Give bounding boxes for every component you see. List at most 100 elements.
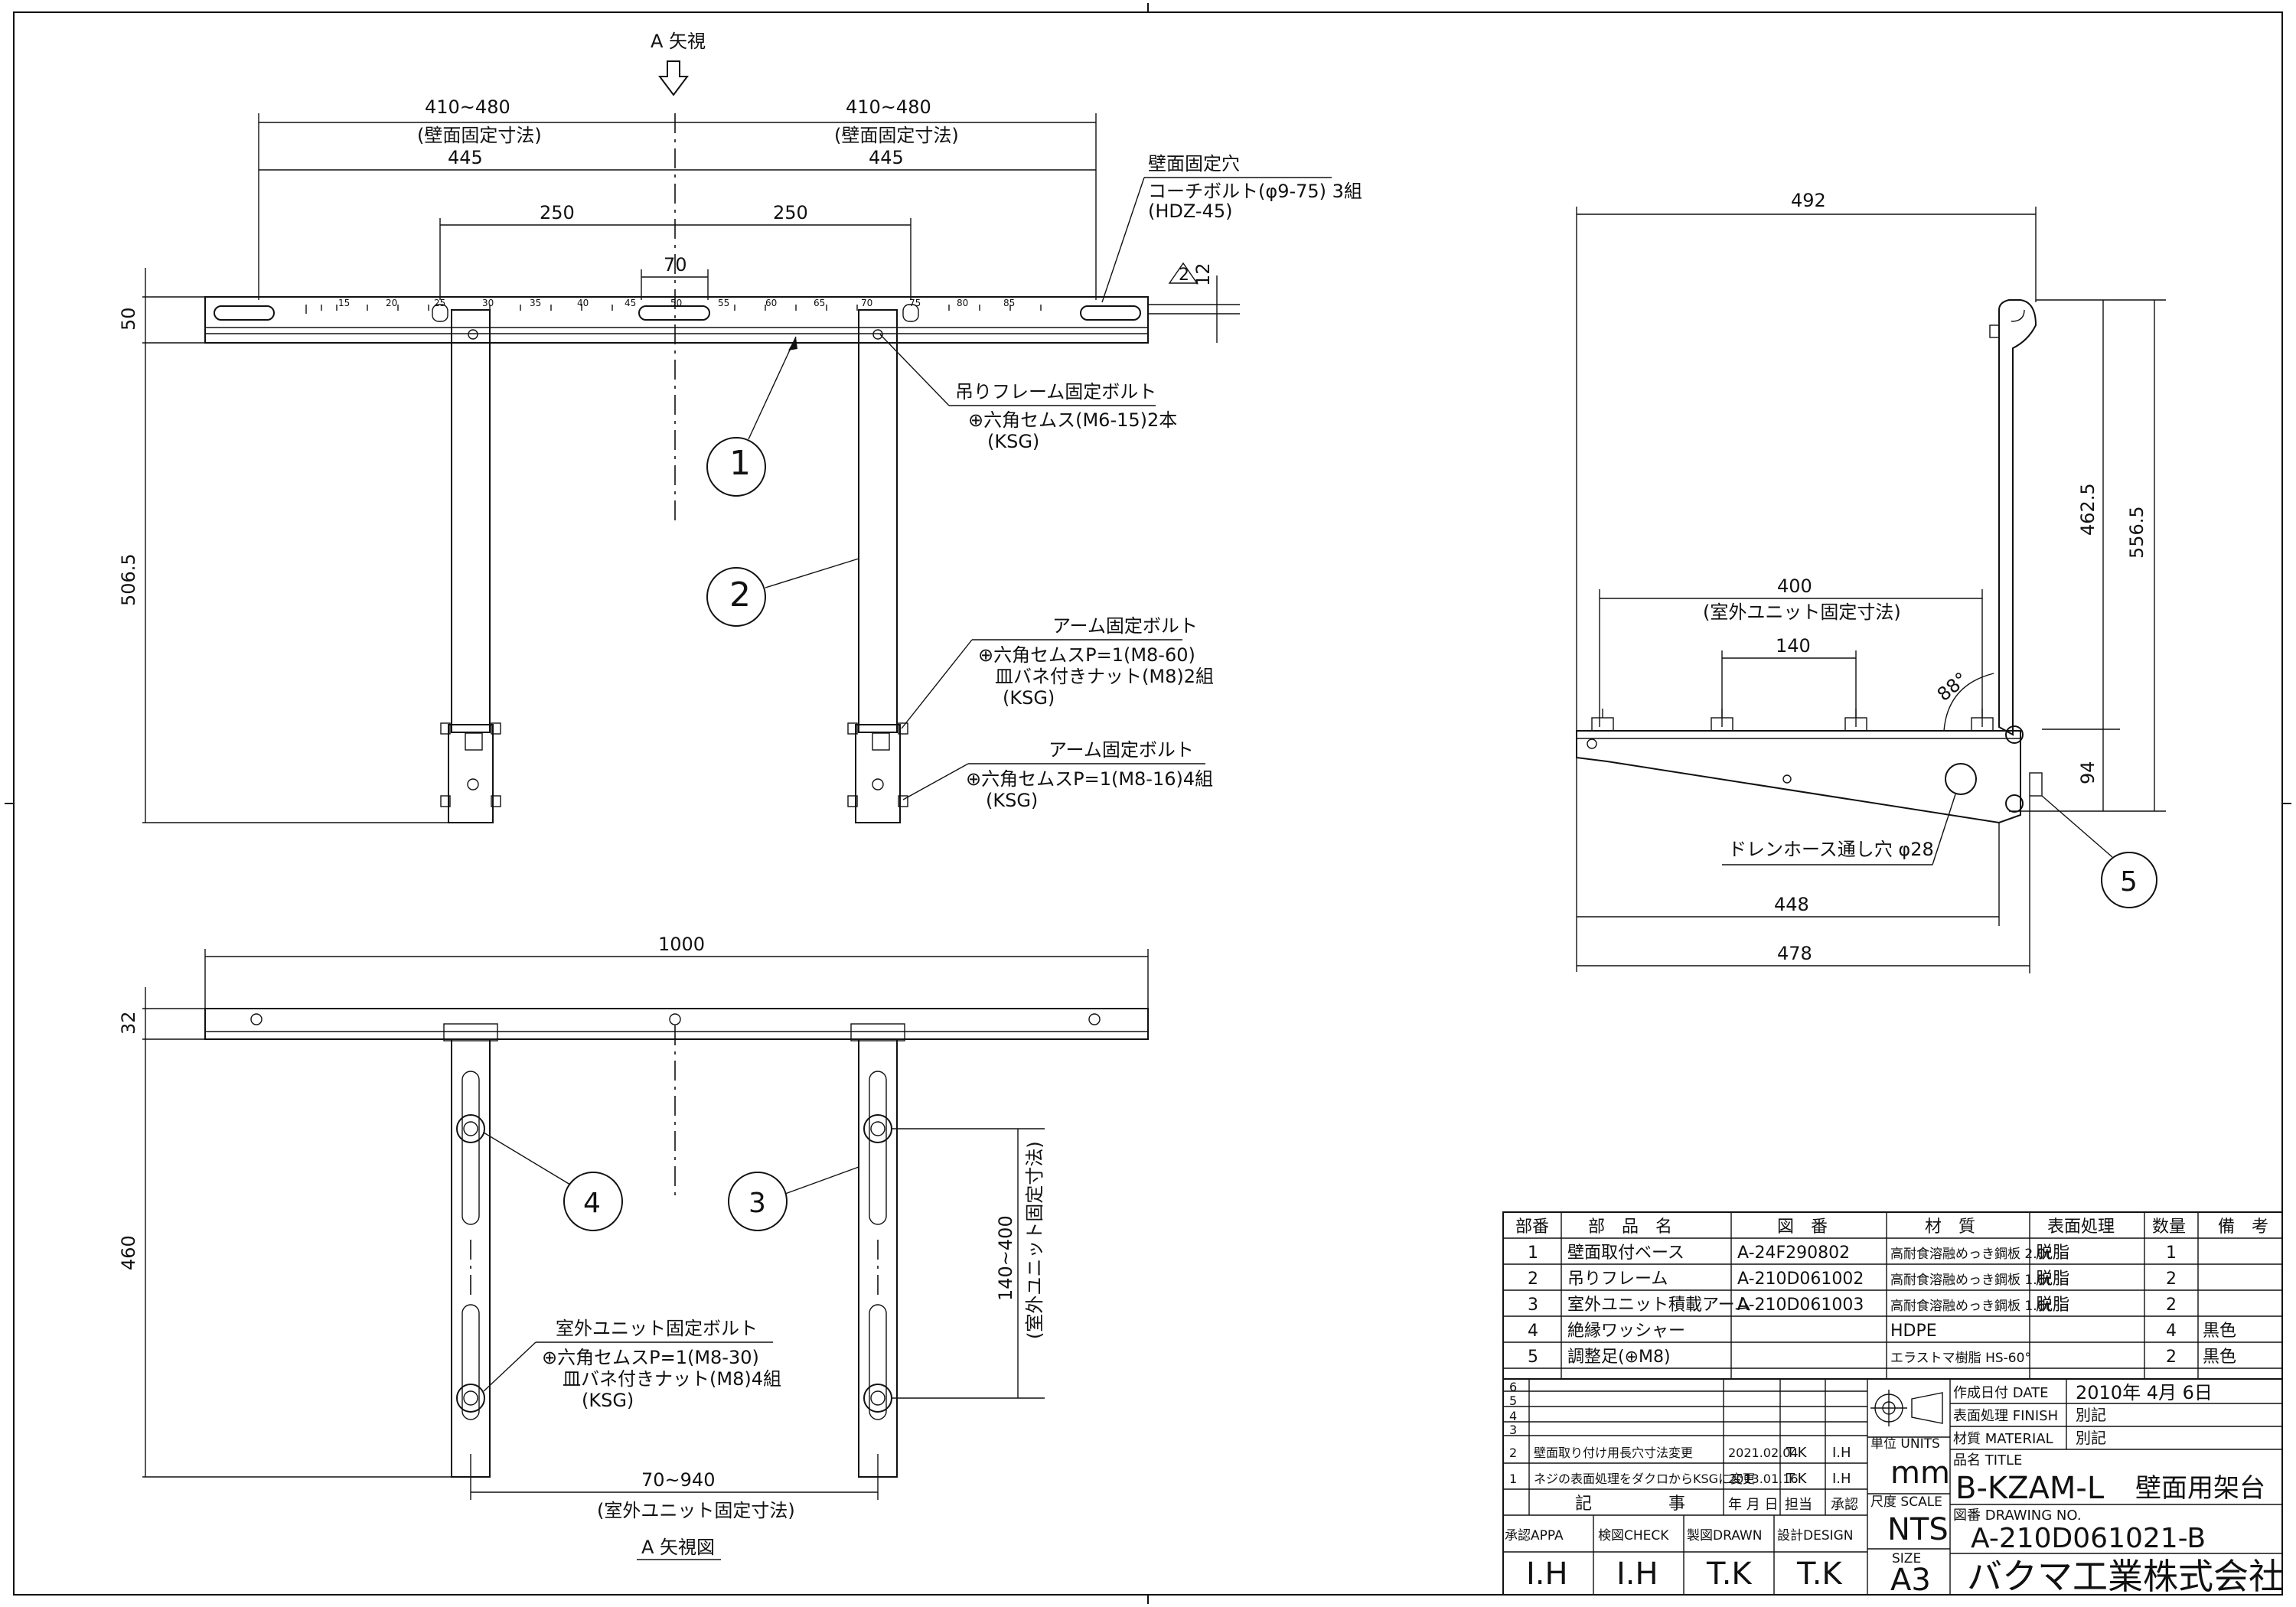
- rev-mark: 1: [1509, 1472, 1517, 1486]
- dim-right-range: 410~480: [846, 96, 931, 118]
- svg-text:A-24F290802: A-24F290802: [1737, 1244, 1850, 1263]
- rev-col-by: 担当: [1785, 1497, 1812, 1513]
- view-direction-arrow: [658, 60, 689, 96]
- th-remarks: 備 考: [2218, 1217, 2268, 1237]
- dim-506-5: 506.5: [118, 553, 139, 606]
- scale-tick: 55: [718, 298, 729, 308]
- frame-bolt-ksg: (KSG): [987, 431, 1039, 452]
- scale-tick: 70: [861, 298, 872, 308]
- svg-text:5: 5: [1528, 1348, 1538, 1367]
- finish-label: 表面処理 FINISH: [1953, 1408, 2058, 1424]
- rev-col-kigo: 記: [1575, 1495, 1592, 1514]
- check-value: I.H: [1616, 1556, 1658, 1592]
- scale-tick: 30: [482, 298, 494, 308]
- svg-text:壁面取付ベース: 壁面取付ベース: [1567, 1244, 1684, 1263]
- svg-text:1: 1: [1528, 1244, 1538, 1263]
- check-label: 検図CHECK: [1598, 1528, 1669, 1543]
- unit-bolt: [1711, 709, 1733, 732]
- arm-bolt2-ksg: (KSG): [986, 790, 1038, 811]
- dim-70-940: 70~940: [641, 1469, 715, 1491]
- svg-text:2021.02.04: 2021.02.04: [1728, 1446, 1799, 1460]
- drawn-value: T.K: [1706, 1556, 1753, 1592]
- th-part-no: 部番: [1515, 1217, 1549, 1237]
- view-a-title: A 矢視図: [641, 1537, 715, 1558]
- dim-left-445: 445: [448, 147, 483, 168]
- callout-2-label: 2: [729, 575, 751, 614]
- frame-side-profile: [1998, 299, 2037, 736]
- dim-492: 492: [1791, 190, 1826, 211]
- svg-text:黒色: 黒色: [2203, 1322, 2236, 1341]
- callout-3: [728, 1172, 788, 1231]
- callout-4-label: 4: [583, 1188, 601, 1219]
- rev-col-ok: 承認: [1831, 1497, 1858, 1513]
- svg-text:1: 1: [2166, 1244, 2177, 1263]
- scale-tick: 75: [909, 298, 921, 308]
- units-value: mm: [1890, 1455, 1950, 1491]
- callout-2: [706, 567, 766, 627]
- company-name: バクマ工業株式会社: [1967, 1556, 2284, 1597]
- rev-mark: 6: [1509, 1380, 1517, 1394]
- svg-text:A-210D061002: A-210D061002: [1737, 1270, 1864, 1289]
- revision-row: ネジの表面処理をダクロからKSGに変更 2013.01.16 T.K I.H: [1534, 1471, 1851, 1487]
- hanging-frame-left: [440, 309, 501, 823]
- arm-bolt1-nut: 皿バネ付きナット(M8)2組: [995, 666, 1214, 687]
- unit-bolt: [1591, 709, 1614, 732]
- scale-value: NTS: [1887, 1512, 1949, 1547]
- drawing-no-value: A-210D061021-B: [1971, 1523, 2206, 1554]
- callout-3-label: 3: [748, 1188, 766, 1219]
- svg-text:吊りフレーム: 吊りフレーム: [1567, 1270, 1668, 1289]
- svg-text:脱脂: 脱脂: [2036, 1244, 2069, 1263]
- units-label: 単位 UNITS: [1870, 1436, 1940, 1452]
- title-block: 6 5 4 3 2 1 壁面取り付け用長穴寸法変更 2021.02.04 T.K…: [1502, 1378, 2284, 1598]
- svg-text:3: 3: [1528, 1296, 1538, 1315]
- dim-140: 140: [1776, 635, 1811, 657]
- svg-text:I.H: I.H: [1832, 1471, 1851, 1487]
- date-value: 2010年 4月 6日: [2076, 1382, 2213, 1403]
- material-value: 別記: [2076, 1429, 2106, 1447]
- hanging-frame-right: [847, 309, 908, 823]
- svg-text:2013.01.16: 2013.01.16: [1728, 1472, 1799, 1486]
- scale-label: 尺度 SCALE: [1870, 1495, 1942, 1510]
- revision-mark: 2: [1179, 266, 1189, 285]
- th-material: 材 質: [1925, 1217, 1975, 1237]
- svg-text:T.K: T.K: [1786, 1445, 1808, 1461]
- unit-bolt: [1844, 709, 1867, 732]
- scale-tick: 40: [577, 298, 589, 308]
- svg-text:絶縁ワッシャー: 絶縁ワッシャー: [1567, 1322, 1685, 1341]
- rev-mark: 5: [1509, 1393, 1517, 1408]
- dim-140-400-sub: (室外ユニット固定寸法): [1024, 1141, 1045, 1339]
- parts-table: 部番 部 品 名 図 番 材 質 表面処理 数量 備 考 1 壁面取付ベース A…: [1502, 1211, 2283, 1380]
- title-label: 品名 TITLE: [1953, 1452, 2022, 1468]
- svg-text:ネジの表面処理をダクロからKSGに変更: ネジの表面処理をダクロからKSGに変更: [1534, 1472, 1755, 1486]
- th-finish: 表面処理: [2047, 1217, 2115, 1237]
- arm-bolt1-title: アーム固定ボルト: [1052, 615, 1198, 637]
- product-code: B-KZAM-L: [1955, 1471, 2105, 1506]
- design-value: T.K: [1796, 1556, 1843, 1592]
- svg-text:エラストマ樹脂 HS-60°: エラストマ樹脂 HS-60°: [1890, 1351, 2031, 1366]
- th-qty: 数量: [2152, 1217, 2186, 1237]
- table-row: 4 絶縁ワッシャー HDPE 4 黒色: [1528, 1322, 2236, 1341]
- dim-right-250: 250: [773, 202, 808, 223]
- dim-140-400: 140~400: [995, 1215, 1016, 1301]
- frame-bolt-title: 吊りフレーム固定ボルト: [955, 381, 1156, 403]
- svg-text:2: 2: [2166, 1348, 2177, 1367]
- scale-tick: 25: [434, 298, 445, 308]
- scale-tick: 45: [625, 298, 636, 308]
- material-label: 材質 MATERIAL: [1953, 1431, 2053, 1447]
- design-label: 設計DESIGN: [1777, 1528, 1854, 1543]
- top-view: A 矢視 410~480 (壁面固定寸法) 445 410~480 (壁面固定寸…: [118, 31, 1362, 823]
- scale-tick: 35: [530, 298, 541, 308]
- dim-556-5: 556.5: [2126, 506, 2148, 559]
- bottom-view: 1000 32 460: [118, 934, 1149, 1560]
- svg-text:黒色: 黒色: [2203, 1348, 2236, 1367]
- side-view: 492 462.5 556.5 94 400 (室外ユニット固定寸法) 140 …: [1576, 190, 2166, 973]
- arm-bolt1-ksg: (KSG): [1003, 687, 1055, 709]
- appa-label: 承認APPA: [1505, 1528, 1564, 1543]
- table-row: 5 調整足(⊕M8) エラストマ樹脂 HS-60° 2 黒色: [1528, 1348, 2236, 1367]
- table-row: 1 壁面取付ベース A-24F290802 高耐食溶融めっき鋼板 2.0t 脱脂…: [1528, 1244, 2177, 1263]
- wall-slot: [1080, 305, 1141, 321]
- finish-value: 別記: [2076, 1406, 2106, 1424]
- dim-32: 32: [118, 1011, 139, 1035]
- dim-460: 460: [118, 1235, 139, 1270]
- arm-bolt2-title: アーム固定ボルト: [1049, 739, 1194, 761]
